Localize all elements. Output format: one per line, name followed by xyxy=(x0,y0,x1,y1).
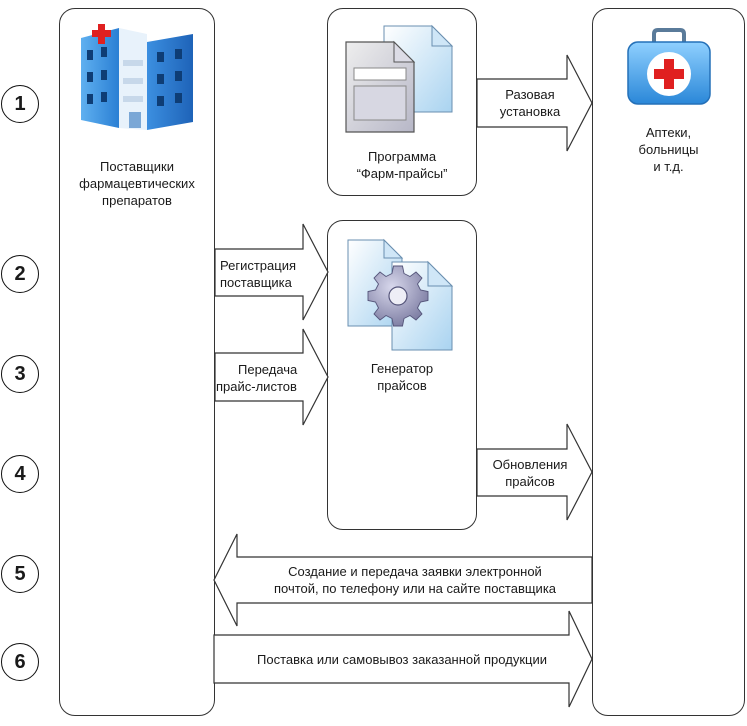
document-gear-icon xyxy=(347,238,454,351)
arrow-one-time-install xyxy=(476,54,593,152)
supplier-registration-label: Регистрация поставщика xyxy=(220,258,296,290)
step-5-badge: 5 xyxy=(1,555,39,593)
step-4-badge: 4 xyxy=(1,455,39,493)
arrow-supplier-registration xyxy=(214,223,329,321)
hospital-building-icon xyxy=(81,24,193,130)
delivery-label: Поставка или самовывоз заказанной продук… xyxy=(257,652,547,667)
order-request-label: Создание и передача заявки электронной п… xyxy=(273,564,557,596)
step-3-badge: 3 xyxy=(1,355,39,393)
arrow-price-updates xyxy=(476,423,593,521)
price-updates-label: Обновления прайсов xyxy=(492,457,568,489)
first-aid-kit-icon xyxy=(627,28,711,105)
step-1-badge: 1 xyxy=(1,85,39,123)
step-6-badge: 6 xyxy=(1,643,39,681)
program-label: Программа “Фарм-прайсы” xyxy=(356,149,448,181)
suppliers-label: Поставщики фармацевтических препаратов xyxy=(79,159,195,208)
price-list-transfer-label: Передача прайс-листов xyxy=(216,362,298,394)
arrow-order-request xyxy=(213,533,593,627)
arrow-price-list-transfer xyxy=(214,328,329,426)
documents-icon xyxy=(345,24,454,133)
pharmacies-label: Аптеки, больницы и т.д. xyxy=(638,125,699,174)
step-2-badge: 2 xyxy=(1,255,39,293)
pharmacies-box xyxy=(592,8,745,716)
one-time-install-label: Разовая установка xyxy=(499,87,561,119)
arrow-delivery xyxy=(213,610,593,708)
generator-label: Генератор прайсов xyxy=(370,361,434,393)
